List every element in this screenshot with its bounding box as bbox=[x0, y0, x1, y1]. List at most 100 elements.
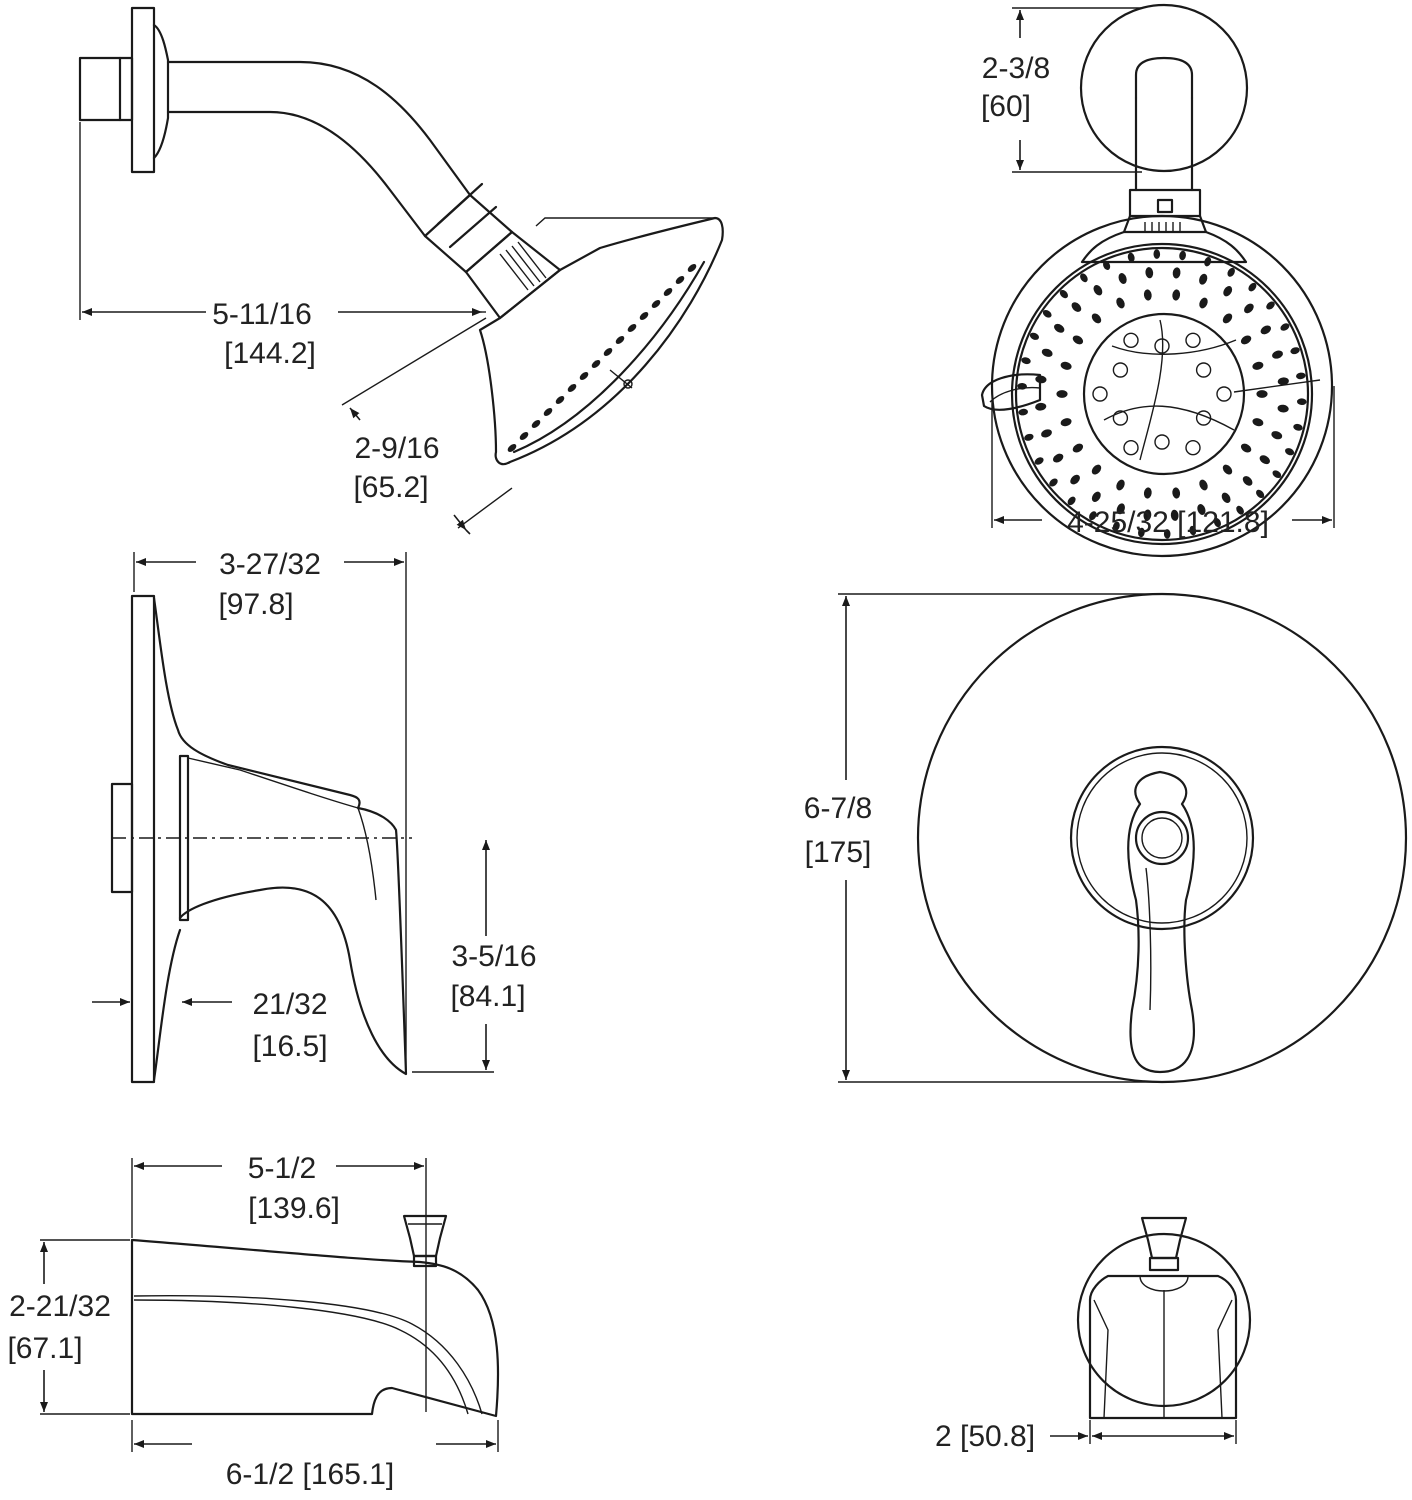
spray-nozzle bbox=[1143, 289, 1152, 301]
spray-nozzle bbox=[1240, 443, 1252, 453]
spray-nozzle bbox=[1091, 464, 1102, 475]
spray-nozzle bbox=[1216, 386, 1232, 402]
spray-nozzle bbox=[1018, 408, 1028, 416]
dim-spout-length: 6-1/2 [165.1] bbox=[226, 1458, 394, 1491]
valve-side-view: 3-27/32 [97.8] 3-5/16 [84.1] 21/32 [16.5… bbox=[92, 548, 537, 1084]
spray-nozzle bbox=[1248, 282, 1257, 292]
spray-nozzle bbox=[1189, 525, 1197, 536]
dim-spout-height-imperial: 2-21/32 bbox=[9, 1290, 111, 1323]
spray-nozzle bbox=[1195, 362, 1212, 378]
spray-nozzle bbox=[1172, 289, 1181, 301]
spray-nozzle bbox=[1093, 285, 1103, 296]
spray-nozzle bbox=[1123, 332, 1139, 348]
dim-head-depth-metric: [65.2] bbox=[353, 471, 428, 504]
spray-nozzle bbox=[1112, 362, 1129, 378]
spray-nozzle bbox=[1285, 448, 1295, 456]
spray-nozzle bbox=[1116, 479, 1125, 491]
spray-nozzle bbox=[1259, 455, 1270, 465]
spray-nozzle bbox=[1290, 347, 1300, 355]
dim-diverter-reach-metric: [139.6] bbox=[248, 1192, 340, 1225]
spray-nozzle bbox=[1123, 440, 1139, 456]
dim-escutcheon-depth-metric: [16.5] bbox=[252, 1030, 327, 1063]
spray-nozzle bbox=[1054, 323, 1065, 333]
spray-nozzle bbox=[687, 264, 697, 272]
spray-nozzle bbox=[1035, 375, 1047, 384]
spray-nozzle bbox=[543, 408, 553, 416]
spray-nozzle bbox=[1127, 252, 1135, 263]
tub-spout-front-view: 2 [50.8] bbox=[935, 1216, 1252, 1453]
spray-nozzle bbox=[1080, 273, 1088, 283]
spray-nozzle bbox=[1297, 398, 1307, 406]
spray-nozzle bbox=[1204, 257, 1212, 267]
spray-nozzle bbox=[1256, 390, 1268, 398]
spray-nozzle bbox=[567, 384, 577, 392]
spray-nozzle bbox=[1071, 302, 1082, 312]
spray-nozzle bbox=[1222, 464, 1233, 475]
dim-escutcheon-depth-imperial: 21/32 bbox=[252, 988, 327, 1021]
spray-nozzle bbox=[1092, 386, 1108, 402]
spray-nozzle bbox=[507, 444, 517, 452]
spray-nozzle bbox=[1252, 361, 1264, 370]
spray-nozzle bbox=[1195, 410, 1212, 426]
spray-nozzle bbox=[1277, 377, 1289, 386]
spray-nozzle bbox=[1271, 431, 1283, 440]
dim-head-depth-imperial: 2-9/16 bbox=[354, 432, 439, 465]
spray-nozzle bbox=[1244, 303, 1254, 314]
spray-nozzle bbox=[1060, 361, 1072, 370]
spray-nozzle bbox=[1236, 505, 1244, 515]
spray-nozzle bbox=[1116, 503, 1125, 515]
spray-nozzle bbox=[639, 312, 649, 320]
tub-spout-side-view: 5-1/2 [139.6] 2-21/32 [67.1] 6-1/2 [165.… bbox=[7, 1152, 500, 1491]
spray-nozzle bbox=[1199, 273, 1208, 285]
spray-nozzle bbox=[1041, 348, 1053, 357]
spray-nozzle bbox=[1223, 286, 1233, 297]
dim-arm-height-metric: [60] bbox=[981, 90, 1031, 123]
spray-nozzle bbox=[1024, 433, 1034, 441]
spray-nozzle bbox=[1153, 249, 1161, 259]
spray-nozzle bbox=[1145, 267, 1154, 279]
spray-nozzle bbox=[579, 372, 589, 380]
spray-nozzle bbox=[1034, 457, 1044, 465]
dim-face-diameter: 4-25/32 [121.8] bbox=[1067, 506, 1269, 539]
spray-nozzle bbox=[1266, 301, 1275, 310]
spray-nozzle bbox=[1185, 332, 1201, 348]
spray-nozzle bbox=[1060, 418, 1072, 427]
spray-nozzle bbox=[1091, 313, 1102, 324]
spray-nozzle bbox=[1053, 453, 1064, 463]
showerhead-front-view: 2-3/8 [60] 4-25/32 [121.8] bbox=[980, 3, 1335, 558]
dim-valve-projection-imperial: 3-27/32 bbox=[219, 548, 321, 581]
dim-diverter-reach-imperial: 5-1/2 bbox=[248, 1152, 316, 1185]
spray-nozzle bbox=[1172, 267, 1181, 279]
spray-nozzle bbox=[1089, 511, 1097, 521]
spray-nozzle bbox=[1056, 390, 1068, 398]
spray-nozzle bbox=[1213, 517, 1221, 528]
spray-nozzle bbox=[1163, 529, 1171, 539]
spray-nozzle bbox=[591, 360, 601, 368]
spray-nozzle bbox=[1042, 309, 1052, 318]
spray-nozzle bbox=[1272, 470, 1282, 479]
front-nozzles bbox=[1017, 249, 1307, 539]
spray-nozzle bbox=[1059, 289, 1068, 299]
spray-nozzle bbox=[1222, 313, 1233, 324]
spray-nozzle bbox=[1112, 521, 1120, 531]
spray-nozzle bbox=[1227, 267, 1235, 277]
spray-nozzle bbox=[1221, 492, 1231, 503]
spray-nozzle bbox=[531, 420, 541, 428]
spray-nozzle bbox=[1252, 418, 1264, 427]
spray-nozzle bbox=[1021, 357, 1031, 365]
spray-nozzle bbox=[1172, 487, 1181, 499]
spray-nozzle bbox=[1154, 338, 1170, 354]
spray-nozzle bbox=[1049, 478, 1058, 487]
spray-nozzle bbox=[603, 348, 613, 356]
spray-nozzle bbox=[651, 300, 661, 308]
spray-nozzle bbox=[1143, 509, 1152, 521]
spray-nozzle bbox=[1091, 491, 1101, 502]
dim-lever-drop-metric: [84.1] bbox=[450, 980, 525, 1013]
spray-nozzle bbox=[1112, 410, 1129, 426]
spray-nozzle bbox=[1272, 350, 1283, 359]
spray-nozzle bbox=[663, 288, 673, 296]
spray-nozzle bbox=[1143, 487, 1152, 499]
spray-nozzle bbox=[1296, 372, 1306, 380]
side-nozzles bbox=[507, 264, 697, 452]
